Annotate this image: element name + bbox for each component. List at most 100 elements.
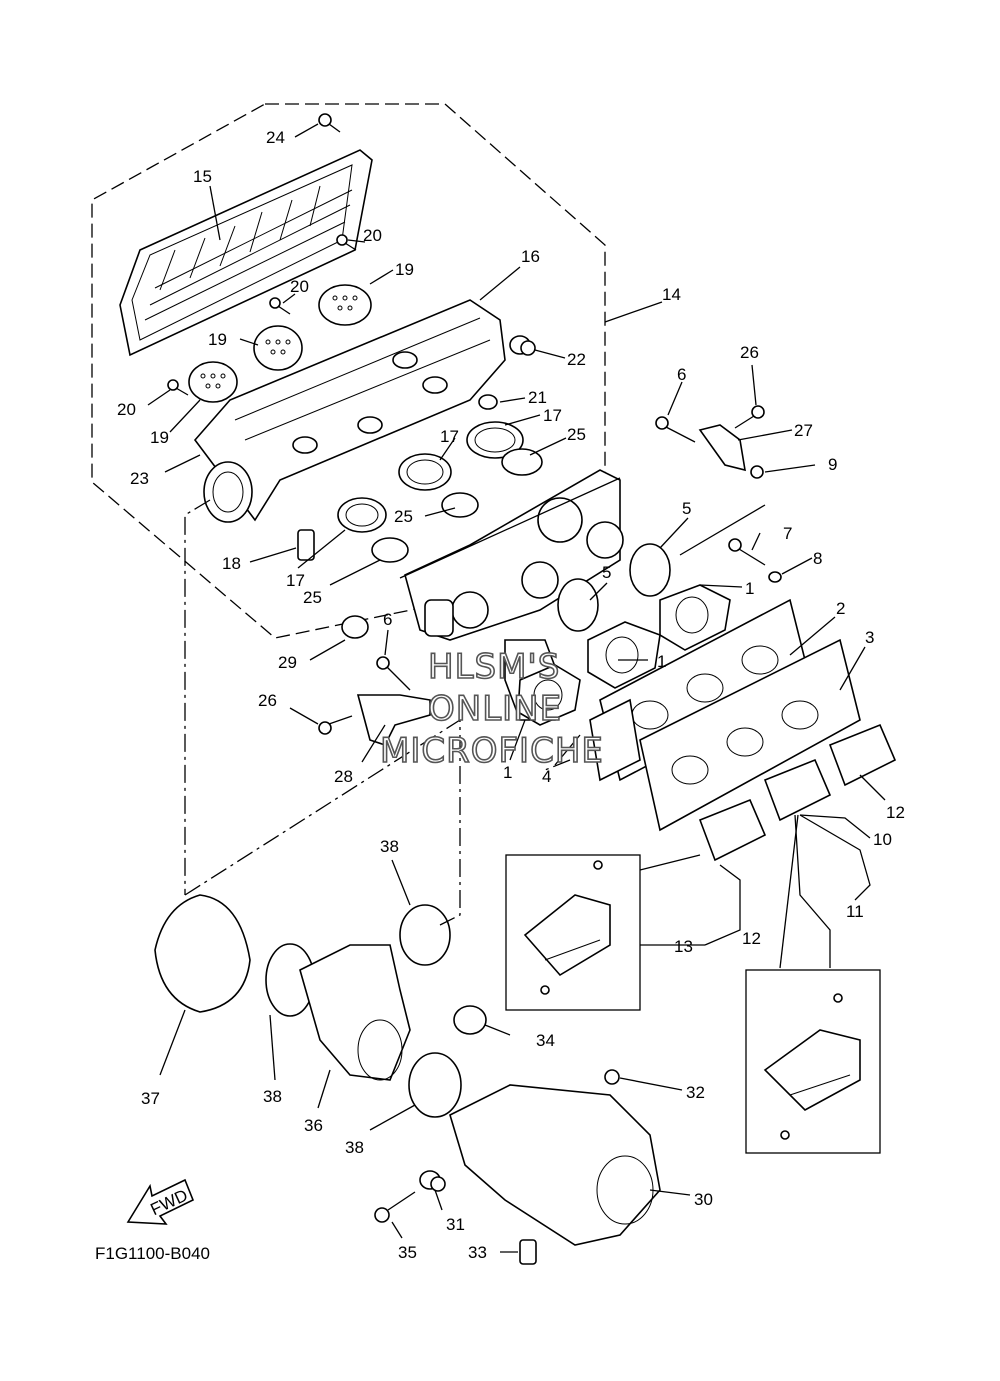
fwd-arrow-icon: FWD [126, 1178, 195, 1225]
reed-valve-12-right [828, 723, 897, 787]
nut-9 [750, 465, 764, 479]
callout-1: 1 [745, 579, 754, 598]
fitting-33 [519, 1239, 537, 1265]
callout-8: 8 [813, 549, 822, 568]
callout-20: 20 [117, 400, 136, 419]
callout-5: 5 [682, 499, 691, 518]
callout-12: 12 [742, 929, 761, 948]
bolt-6-upper [655, 416, 696, 443]
callout-16: 16 [521, 247, 540, 266]
callout-20: 20 [363, 226, 382, 245]
callout-19: 19 [150, 428, 169, 447]
reed-detail-box-13 [505, 854, 641, 1011]
screw-24 [318, 113, 341, 133]
callout-14: 14 [662, 285, 681, 304]
callout-38: 38 [263, 1087, 282, 1106]
routing-lines [184, 499, 571, 926]
clamp-25-center [441, 492, 479, 518]
airbox-cover [119, 149, 373, 357]
callout-27: 27 [794, 421, 813, 440]
fitting-18 [297, 529, 315, 561]
callout-3: 3 [865, 628, 874, 647]
watermark-line-2: ONLINE [428, 689, 562, 729]
filter-element-lower [188, 361, 238, 403]
callout-22: 22 [567, 350, 586, 369]
callout-2: 2 [836, 599, 845, 618]
callout-15: 15 [193, 167, 212, 186]
callout-17: 17 [286, 571, 305, 590]
airbox-body [193, 299, 506, 523]
bracket-28 [356, 694, 431, 746]
screw-20-middle [269, 297, 291, 315]
clamp-25-right [501, 448, 543, 476]
callout-10: 10 [873, 830, 892, 849]
watermark: HLSM'S ONLINE MICROFICHE [379, 646, 603, 772]
callout-23: 23 [130, 469, 149, 488]
bolt-7 [728, 538, 766, 566]
callout-12: 12 [886, 803, 905, 822]
reed-valve-12-middle [763, 758, 832, 822]
bracket-27 [698, 424, 746, 472]
callout-30: 30 [694, 1190, 713, 1209]
clamp-38-upper [399, 904, 451, 966]
callout-4: 4 [542, 767, 551, 786]
callout-11: 11 [846, 902, 864, 921]
intake-silencer-30 [449, 1084, 661, 1246]
flange-joint-1-lower [517, 664, 581, 726]
clip-29 [341, 615, 369, 639]
reed-detail-box-11 [745, 969, 881, 1154]
callout-20: 20 [290, 277, 309, 296]
diagram-code: F1G1100-B040 [95, 1244, 210, 1263]
clamp-38-lower [408, 1052, 462, 1118]
bolt-32 [604, 1069, 620, 1085]
callout-19: 19 [395, 260, 414, 279]
filter-element-middle [253, 325, 303, 371]
callout-32: 32 [686, 1083, 705, 1102]
bolt-26-lower [318, 715, 353, 735]
gasket-4 [589, 698, 641, 782]
clamp-34 [453, 1005, 487, 1035]
callout-13: 13 [674, 937, 693, 956]
intake-joint-17-left [337, 497, 387, 533]
grommet-31 [419, 1170, 446, 1192]
clamp-25-left [371, 537, 409, 563]
intake-duct-36 [299, 944, 411, 1081]
reed-valve-12-left [698, 798, 767, 862]
intake-joint-17-center [398, 453, 452, 491]
filter-element-upper [318, 284, 372, 326]
collar-21 [478, 394, 498, 410]
callout-6: 6 [383, 610, 392, 629]
air-filter-37 [154, 894, 251, 1013]
callout-9: 9 [828, 455, 837, 474]
callout-26: 26 [740, 343, 759, 362]
callout-labels: 24 15 20 19 16 20 14 19 22 20 21 19 17 1… [117, 128, 905, 1262]
callout-38: 38 [380, 837, 399, 856]
callout-17: 17 [440, 427, 459, 446]
callout-7: 7 [783, 524, 792, 543]
callout-25: 25 [303, 588, 322, 607]
callout-28: 28 [334, 767, 353, 786]
callout-21: 21 [528, 388, 547, 407]
watermark-line-1: HLSM'S [428, 647, 560, 687]
callout-5: 5 [602, 563, 611, 582]
callout-31: 31 [446, 1215, 465, 1234]
callout-34: 34 [536, 1031, 555, 1050]
callout-24: 24 [266, 128, 285, 147]
manifold-block-3 [639, 638, 861, 832]
callout-18: 18 [222, 554, 241, 573]
callout-36: 36 [304, 1116, 323, 1135]
screw-20-upper [336, 234, 357, 251]
callout-35: 35 [398, 1243, 417, 1262]
callout-29: 29 [278, 653, 297, 672]
callout-19: 19 [208, 330, 227, 349]
callout-37: 37 [141, 1089, 160, 1108]
callout-6: 6 [677, 365, 686, 384]
callout-26: 26 [258, 691, 277, 710]
reed-detail-11-drawing [763, 993, 861, 1140]
callout-25: 25 [394, 507, 413, 526]
leader-lines [147, 123, 886, 1253]
bolt-26-upper [734, 405, 765, 429]
callout-38: 38 [345, 1138, 364, 1157]
washer-8 [768, 571, 782, 583]
flange-joint-1-middle [587, 621, 661, 689]
